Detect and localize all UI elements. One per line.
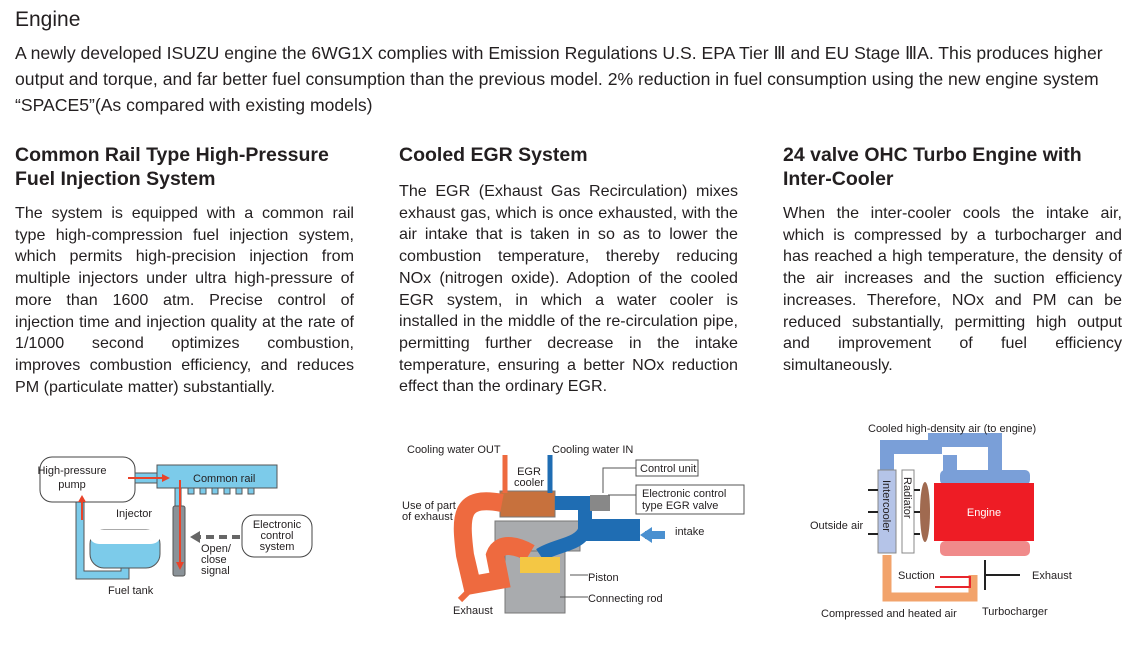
section-turbo-engine: 24 valve OHC Turbo Engine with Inter-Coo…	[783, 143, 1122, 377]
diagram-label: EGR	[517, 466, 541, 478]
section-heading: 24 valve OHC Turbo Engine with Inter-Coo…	[783, 144, 1082, 190]
diagram-label: High-pressure	[37, 465, 106, 477]
diagram-label: close	[201, 554, 227, 566]
diagram-label: Electronic control	[642, 488, 726, 500]
engine-block	[934, 483, 1034, 541]
diagram-label: signal	[201, 565, 230, 577]
diagram-label: Common rail	[193, 473, 255, 485]
diagram-label: Cooling water IN	[552, 444, 633, 456]
diagram-label: system	[260, 541, 295, 553]
diagram-label: cooler	[514, 477, 544, 489]
section-heading: Cooled EGR System	[399, 144, 588, 166]
diagram-label: of exhaust	[402, 511, 453, 523]
diagram-label: Turbocharger	[982, 606, 1048, 618]
diagram-label: Open/	[201, 543, 232, 555]
diagram-label: Suction	[898, 570, 935, 582]
diagram-label: Piston	[588, 572, 619, 584]
intro-paragraph: A newly developed ISUZU engine the 6WG1X…	[15, 43, 1103, 115]
diagram-label: Radiator	[901, 477, 913, 519]
section-cooled-egr: Cooled EGR System The EGR (Exhaust Gas R…	[399, 143, 738, 398]
diagram-label: Intercooler	[880, 480, 892, 532]
turbo-intercooler-diagram: Cooled high-density air (to engine) Inte…	[810, 423, 1072, 620]
diagram-label: control	[260, 530, 293, 542]
common-rail-diagram: High-pressure pump Common rail Injector …	[37, 456, 313, 597]
section-body: The EGR (Exhaust Gas Recirculation) mixe…	[399, 182, 738, 396]
section-body: The system is equipped with a common rai…	[15, 204, 354, 396]
diagram-label: Cooling water OUT	[407, 444, 501, 456]
egr-cooler	[499, 490, 556, 518]
diagram-label: Connecting rod	[588, 593, 663, 605]
page-title: Engine	[15, 8, 81, 31]
section-common-rail: Common Rail Type High-Pressure Fuel Inje…	[15, 143, 354, 398]
diagram-label: Injector	[116, 508, 152, 520]
diagram-label: Outside air	[810, 520, 864, 532]
pump-box	[39, 456, 136, 503]
diagram-label: Compressed and heated air	[821, 608, 957, 620]
diagram-label: Use of part	[402, 500, 456, 512]
diagram-label: type EGR valve	[642, 500, 718, 512]
diagram-label: Electronic	[253, 519, 302, 531]
diagram-label: Control unit	[640, 463, 696, 475]
diagram-label: Cooled high-density air (to engine)	[868, 423, 1036, 435]
egr-diagram: Cooling water OUT Cooling water IN EGR c…	[402, 444, 745, 617]
diagram-label: intake	[675, 526, 704, 538]
ecu-box	[241, 514, 313, 558]
diagram-label: Engine	[967, 507, 1001, 519]
section-heading: Common Rail Type High-Pressure Fuel Inje…	[15, 144, 329, 190]
diagram-label: pump	[58, 479, 86, 491]
section-body: When the inter-cooler cools the intake a…	[783, 204, 1122, 374]
diagram-label: Exhaust	[453, 605, 493, 617]
diagram-label: Fuel tank	[108, 585, 154, 597]
diagram-label: Exhaust	[1032, 570, 1072, 582]
